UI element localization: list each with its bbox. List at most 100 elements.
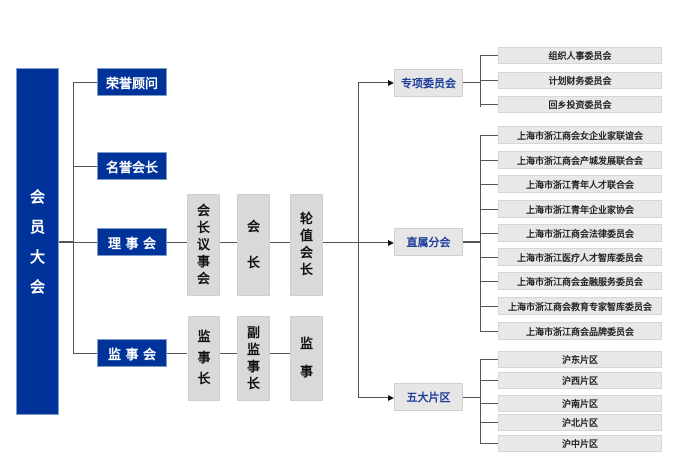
root-char: 会 (29, 277, 45, 296)
connector-line (480, 257, 498, 258)
item-label: 上海市浙江商会女企业家联谊会 (516, 131, 643, 142)
box-char: 长 (197, 372, 211, 387)
box-char: 轮 (299, 212, 313, 227)
connector-line (480, 104, 498, 105)
connector-line (480, 80, 498, 81)
connector-line (463, 241, 480, 243)
arrow-icon (388, 240, 394, 246)
connector-line (269, 353, 290, 354)
root-char: 大 (29, 247, 45, 266)
connector-line (480, 360, 481, 444)
connector-line (269, 242, 290, 243)
connector-line (73, 353, 97, 354)
box-char: 事 (246, 359, 260, 375)
box-label: 直属分会 (406, 236, 451, 249)
list-item[interactable]: 沪北片区 (498, 414, 662, 431)
item-label: 沪东片区 (561, 356, 598, 366)
list-item[interactable]: 上海市浙江商会法律委员会 (498, 224, 662, 242)
list-item[interactable]: 组织人事委员会 (498, 47, 662, 64)
box-char: 事 (197, 351, 211, 366)
connector-line (358, 397, 388, 398)
connector-line (480, 380, 498, 381)
item-label: 计划财务委员会 (548, 77, 612, 87)
connector-line (73, 242, 97, 243)
connector-line (73, 82, 97, 83)
connector-line (480, 403, 498, 404)
list-item[interactable]: 上海市浙江医疗人才智库委员会 (498, 248, 662, 266)
box-char: 监 (197, 330, 211, 345)
connector-line (480, 135, 498, 136)
affiliated-branches-box[interactable]: 直属分会 (394, 228, 463, 256)
box-char: 事 (196, 254, 210, 270)
item-label: 组织人事委员会 (548, 52, 612, 62)
list-item[interactable]: 上海市浙江商会教育专家智库委员会 (498, 297, 662, 315)
list-item[interactable]: 沪中片区 (498, 435, 662, 452)
item-label: 沪南片区 (561, 400, 598, 410)
president-council-box[interactable]: 会 长 议 事 会 (187, 194, 220, 296)
list-item[interactable]: 沪东片区 (498, 351, 662, 368)
honorary-advisor-box[interactable]: 荣誉顾问 (97, 68, 167, 96)
chief-supervisor-box[interactable]: 监 事 长 (188, 316, 220, 401)
list-item[interactable]: 上海市浙江商会品牌委员会 (498, 322, 662, 340)
item-label: 上海市浙江商会教育专家智库委员会 (507, 302, 652, 313)
list-item[interactable]: 上海市浙江青年人才联合会 (498, 175, 662, 193)
item-label: 上海市浙江青年人才联合会 (525, 180, 634, 191)
box-label: 名誉会长 (105, 160, 158, 176)
connector-line (480, 56, 481, 107)
root-box-member-assembly[interactable]: 会 员 大 会 (16, 68, 59, 415)
root-char: 会 (29, 187, 45, 206)
box-char: 长 (246, 376, 260, 392)
supervisory-board-box[interactable]: 监 事 会 (97, 339, 167, 367)
box-char: 副 (246, 325, 260, 341)
connector-line (358, 82, 359, 398)
connector-line (463, 82, 480, 83)
box-char: 长 (299, 263, 313, 278)
box-char: 事 (299, 364, 313, 380)
box-char: 监 (246, 342, 260, 358)
list-item[interactable]: 沪西片区 (498, 372, 662, 389)
list-item[interactable]: 沪南片区 (498, 395, 662, 412)
item-label: 上海市浙江医疗人才智库委员会 (516, 253, 643, 264)
item-label: 上海市浙江商会法律委员会 (525, 229, 634, 240)
box-char: 值 (299, 229, 313, 244)
root-char: 员 (29, 217, 45, 236)
honorary-president-box[interactable]: 名誉会长 (97, 152, 167, 180)
connector-line (73, 166, 97, 167)
special-committees-box[interactable]: 专项委员会 (394, 69, 463, 97)
supervisor-box[interactable]: 监 事 (290, 316, 323, 401)
item-label: 上海市浙江青年企业家协会 (525, 205, 634, 216)
list-item[interactable]: 上海市浙江商会金融服务委员会 (498, 272, 662, 290)
box-label: 五大片区 (406, 391, 451, 404)
box-char: 会 (196, 203, 210, 219)
five-districts-box[interactable]: 五大片区 (394, 383, 463, 411)
council-box[interactable]: 理 事 会 (97, 228, 167, 256)
box-char: 会 (196, 271, 210, 287)
item-label: 沪西片区 (561, 377, 598, 387)
box-char: 议 (196, 237, 210, 253)
connector-line (480, 331, 498, 332)
box-char: 会 (299, 246, 313, 261)
list-item[interactable]: 计划财务委员会 (498, 72, 662, 89)
connector-line (358, 242, 388, 243)
rotating-president-box[interactable]: 轮 值 会 长 (290, 194, 323, 296)
list-item[interactable]: 上海市浙江青年企业家协会 (498, 200, 662, 218)
list-item[interactable]: 上海市浙江商会女企业家联谊会 (498, 126, 662, 144)
president-box[interactable]: 会 长 (237, 194, 270, 296)
box-label: 荣誉顾问 (105, 76, 158, 92)
connector-line (167, 353, 187, 354)
item-label: 上海市浙江商会金融服务委员会 (516, 277, 643, 288)
item-label: 沪中片区 (561, 440, 598, 450)
connector-line (73, 82, 74, 354)
connector-line (463, 397, 480, 398)
connector-line (480, 184, 498, 185)
connector-line (480, 55, 498, 56)
arrow-icon (388, 395, 394, 401)
list-item[interactable]: 回乡投资委员会 (498, 96, 662, 113)
box-label: 专项委员会 (401, 77, 456, 90)
item-label: 上海市浙江商会产城发展联合会 (516, 156, 643, 167)
connector-line (480, 443, 498, 444)
box-label: 监 事 会 (107, 347, 157, 363)
box-char: 长 (246, 255, 260, 271)
deputy-chief-supervisor-box[interactable]: 副 监 事 长 (237, 316, 270, 401)
list-item[interactable]: 上海市浙江商会产城发展联合会 (498, 151, 662, 169)
